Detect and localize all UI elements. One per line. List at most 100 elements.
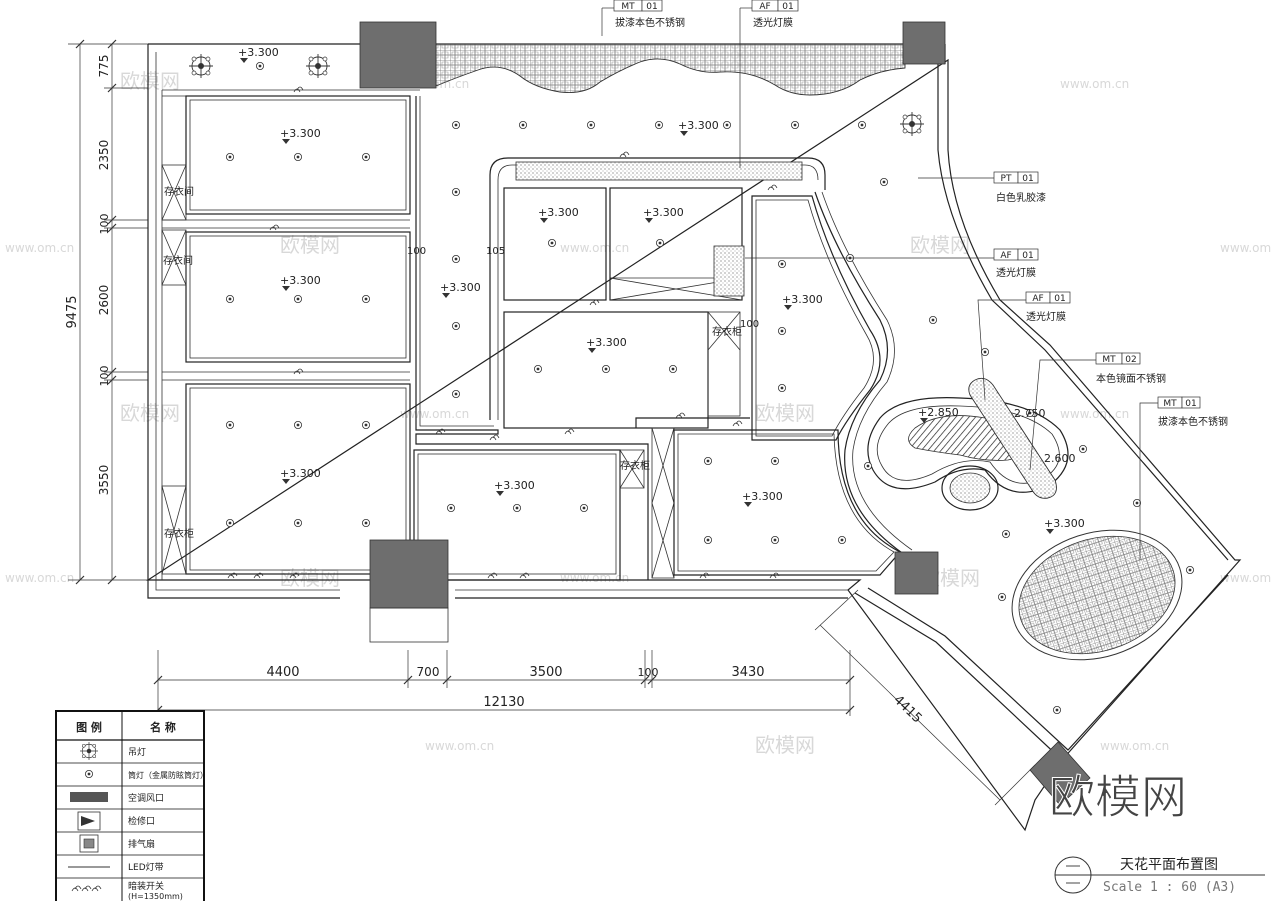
legend-header: 名 称	[150, 720, 176, 734]
watermark-url: www.om.cn	[1220, 571, 1271, 585]
level-label: +3.300	[280, 127, 321, 140]
level-label: +3.300	[440, 281, 481, 294]
material-tag: MT 01 拔漆本色不锈钢	[1139, 396, 1228, 560]
dimension-label: 105	[486, 246, 505, 257]
dimension-label: 4400	[266, 665, 299, 680]
material-tag: PT 01 白色乳胶漆	[918, 171, 1046, 204]
ac-outlet-icon	[70, 792, 108, 802]
dimension-label: 100	[407, 246, 426, 257]
legend-item: 吊灯	[128, 747, 146, 758]
material-tags: MT 01 拔漆本色不锈钢 AF 01 透光灯膜 PT 01 白色乳胶漆 AF	[601, 0, 1228, 560]
dimension-label: 100	[638, 666, 659, 679]
light-film-strip	[515, 161, 803, 181]
watermark-url: www.om.cn	[560, 571, 629, 585]
dimension-label: 100	[740, 319, 759, 330]
bottom-dimension-chain: 4400 700 3500 100 3430 12130	[153, 650, 855, 716]
level-label: +3.300	[678, 119, 719, 132]
legend-item: (H=1350mm)	[128, 892, 183, 901]
level-label: +3.300	[643, 206, 684, 219]
watermark-url: www.om.cn	[425, 739, 494, 753]
room-label: 存衣柜	[620, 459, 650, 472]
room-label: 存衣柜	[712, 325, 742, 338]
watermark-url: www.om.cn	[5, 571, 74, 585]
level-label: +3.300	[1044, 517, 1085, 530]
svg-text:01: 01	[782, 2, 793, 12]
svg-text:透光灯膜: 透光灯膜	[996, 266, 1036, 279]
watermark-url: www.om.cn	[1060, 407, 1129, 421]
level-label: +3.300	[280, 274, 321, 287]
svg-text:本色镜面不锈钢: 本色镜面不锈钢	[1096, 372, 1166, 385]
svg-text:01: 01	[1185, 399, 1196, 409]
watermark-url: www.om.cn	[560, 241, 629, 255]
legend-item: 筒灯（金属防眩筒灯）	[128, 770, 208, 780]
pendant-lamp-icon	[79, 741, 99, 761]
dimension-label: 700	[417, 665, 440, 679]
material-tag: AF 01 透光灯膜	[977, 291, 1071, 401]
level-label: +3.300	[494, 479, 535, 492]
svg-text:MT: MT	[1163, 399, 1177, 409]
svg-text:AF: AF	[1000, 251, 1011, 261]
diagonal-dimension: 4415	[814, 589, 1036, 806]
legend-item: 暗装开关	[128, 880, 164, 892]
ceiling-level-markers: +3.300 +3.300 +3.300 +3.300 +3.300 +3.30…	[238, 46, 1085, 534]
svg-text:MT: MT	[621, 2, 635, 12]
level-label: +3.300	[782, 293, 823, 306]
drawing-title: 天花平面布置图	[1120, 857, 1218, 873]
watermark-brand: 欧模网	[120, 401, 180, 425]
svg-text:拔漆本色不锈钢: 拔漆本色不锈钢	[1158, 415, 1228, 428]
downlight-icon	[84, 769, 94, 779]
legend-item: 空调风口	[128, 792, 164, 804]
level-label: +2.850	[918, 406, 959, 419]
svg-text:拔漆本色不锈钢: 拔漆本色不锈钢	[615, 16, 685, 29]
dimension-label: 2350	[97, 140, 111, 171]
watermark-url: www.om.cn	[1220, 241, 1271, 255]
level-label: +3.300	[238, 46, 279, 59]
room-label: 存衣柜	[164, 527, 194, 540]
svg-text:白色乳胶漆: 白色乳胶漆	[996, 191, 1046, 204]
watermark-url: www.om.cn	[400, 407, 469, 421]
structural-columns	[359, 21, 1091, 806]
watermark-logo: 欧模网	[1049, 770, 1187, 824]
svg-text:PT: PT	[1001, 174, 1012, 184]
svg-text:01: 01	[646, 2, 657, 12]
wavy-light-film-ceiling	[435, 43, 906, 96]
dimension-label: 100	[98, 366, 111, 387]
walls	[145, 43, 1242, 832]
legend-item: 检修口	[128, 815, 155, 827]
legend-header: 图 例	[76, 720, 102, 734]
svg-text:01: 01	[1022, 251, 1033, 261]
dimension-label: 2600	[97, 285, 111, 316]
legend-item: LED灯带	[128, 862, 164, 873]
svg-text:透光灯膜: 透光灯膜	[753, 16, 793, 29]
exhaust-fan-icon	[79, 834, 99, 853]
watermark-brand: 欧模网	[910, 233, 970, 257]
svg-text:01: 01	[1054, 294, 1065, 304]
drawing-scale: Scale 1 : 60 (A3)	[1103, 880, 1236, 895]
watermark-url: www.om.cn	[1060, 77, 1129, 91]
legend-item: 排气扇	[128, 838, 155, 850]
dimension-label: 100	[98, 214, 111, 235]
material-tag: MT 01 拔漆本色不锈钢	[601, 0, 685, 36]
watermark-brand: 欧模网	[120, 69, 180, 93]
material-tag: AF 01 透光灯膜	[739, 0, 799, 168]
room-labels: 存衣间 存衣间 存衣柜 存衣柜 存衣柜	[163, 185, 742, 540]
dimension-label: 3430	[731, 665, 764, 680]
return-air-icon	[77, 811, 101, 831]
level-label: 2.750	[1014, 407, 1046, 420]
dimension-total-width: 12130	[483, 695, 524, 710]
watermark-brand: 欧模网	[280, 566, 340, 590]
watermark-url: www.om.cn	[5, 241, 74, 255]
level-label: +3.300	[280, 467, 321, 480]
material-tag: AF 01 透光灯膜	[745, 248, 1039, 279]
svg-text:02: 02	[1125, 355, 1136, 365]
room-label: 存衣间	[164, 185, 194, 198]
legend-table: 图 例 名 称 吊灯 筒灯（金属防眩筒灯） 空调风口 检修口 排气扇 LED灯带…	[55, 710, 208, 901]
svg-text:MT: MT	[1102, 355, 1116, 365]
watermark-brand: 欧模网	[280, 233, 340, 257]
room-label: 存衣间	[163, 254, 193, 267]
watermark-brand: 欧模网	[755, 401, 815, 425]
watermark-url: www.om.cn	[1100, 739, 1169, 753]
dimension-label: 3550	[97, 465, 111, 496]
dimension-total-height: 9475	[65, 295, 80, 328]
